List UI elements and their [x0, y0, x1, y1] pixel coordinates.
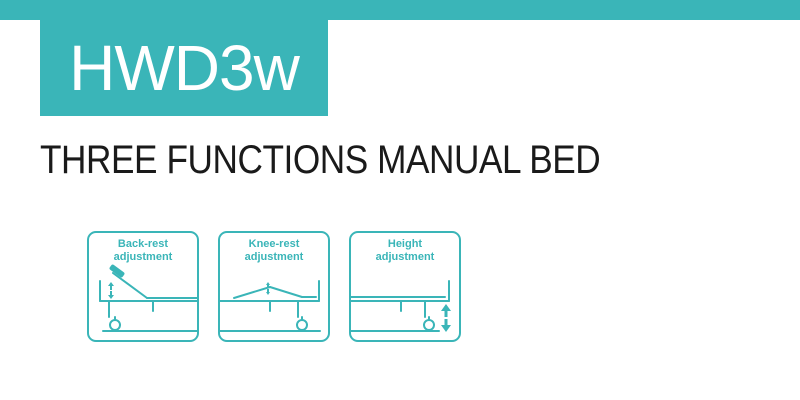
model-badge: HWD3w	[40, 20, 328, 116]
feature-label-height: Height adjustment	[351, 238, 459, 264]
feature-label-line1: Back-rest	[117, 238, 169, 250]
height-adjustment-icon	[351, 280, 451, 332]
feature-card-kneerest: Knee-rest adjustment	[218, 231, 330, 342]
feature-label-line2: adjustment	[244, 251, 304, 263]
feature-label-line2: adjustment	[375, 251, 435, 263]
feature-label-line2: adjustment	[113, 251, 173, 263]
page-title: THREE FUNCTIONS MANUAL BED	[40, 138, 601, 182]
feature-label-line1: Knee-rest	[248, 238, 300, 250]
backrest-adjustment-icon	[99, 264, 197, 332]
feature-label-backrest: Back-rest adjustment	[89, 238, 197, 264]
feature-label-line1: Height	[387, 238, 423, 250]
model-name: HWD3w	[69, 32, 300, 104]
top-accent-bar	[0, 0, 800, 20]
kneerest-adjustment-icon	[220, 280, 321, 332]
feature-label-kneerest: Knee-rest adjustment	[220, 238, 328, 264]
feature-card-backrest: Back-rest adjustment	[87, 231, 199, 342]
feature-card-height: Height adjustment	[349, 231, 461, 342]
